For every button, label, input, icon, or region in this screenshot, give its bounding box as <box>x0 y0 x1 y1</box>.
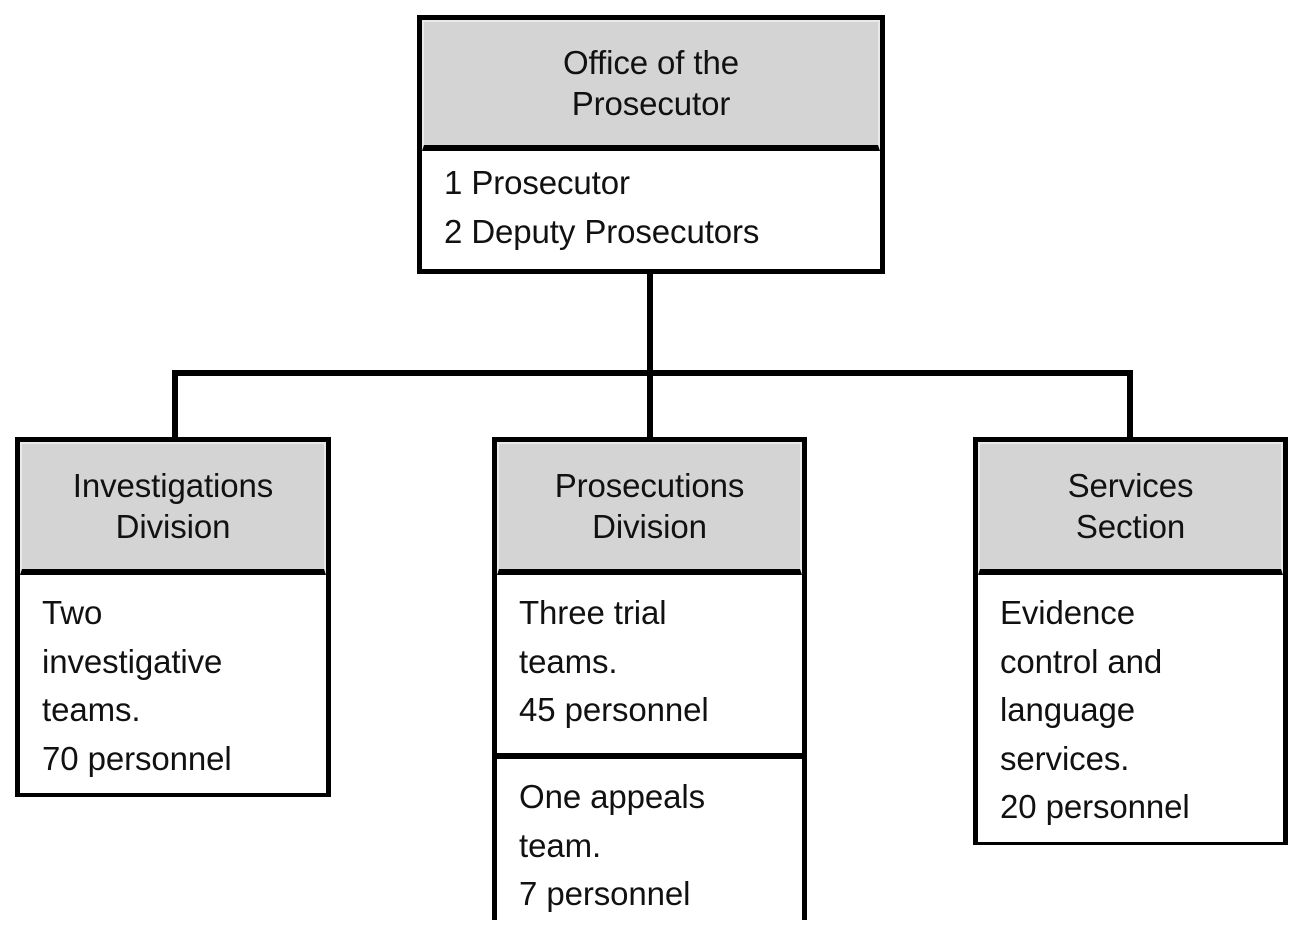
org-node-header-prosecutions-division: Prosecutions Division <box>497 442 802 575</box>
org-node-body-prosecutions-trial-teams: Three trial teams. 45 personnel <box>497 575 802 753</box>
org-node-header-label: Services Section <box>1067 467 1194 545</box>
org-node-header-label: Office of the Prosecutor <box>562 43 740 122</box>
org-node-prosecutions-division: Prosecutions Division Three trial teams.… <box>492 437 807 929</box>
org-node-body-investigations-division: Two investigative teams. 70 personnel <box>20 575 326 793</box>
connector-root-stem <box>647 272 653 376</box>
org-node-header-investigations-division: Investigations Division <box>20 442 326 575</box>
org-node-body-label: Evidence control and language services. … <box>1000 594 1190 825</box>
org-node-body-services-section: Evidence control and language services. … <box>978 575 1283 842</box>
connector-drop-to-services-section <box>1127 370 1133 439</box>
org-node-body-label: 1 Prosecutor 2 Deputy Prosecutors <box>444 164 760 250</box>
org-node-body-label: Two investigative teams. 70 personnel <box>42 594 232 777</box>
org-node-investigations-division: Investigations Division Two investigativ… <box>15 437 331 797</box>
org-node-body-office-of-the-prosecutor: 1 Prosecutor 2 Deputy Prosecutors <box>422 151 880 269</box>
org-node-header-label: Investigations Division <box>72 467 274 545</box>
org-node-office-of-the-prosecutor: Office of the Prosecutor 1 Prosecutor 2 … <box>417 15 885 274</box>
org-node-services-section: Services Section Evidence control and la… <box>973 437 1288 845</box>
org-node-header-office-of-the-prosecutor: Office of the Prosecutor <box>422 20 880 151</box>
org-node-body-prosecutions-appeals-team: One appeals team. 7 personnel <box>497 753 802 929</box>
connector-drop-to-investigations-division <box>172 370 178 439</box>
org-node-header-label: Prosecutions Division <box>554 467 745 545</box>
connector-drop-to-prosecutions-division <box>647 370 653 439</box>
org-node-body-label: One appeals team. 7 personnel <box>519 778 706 912</box>
org-node-header-services-section: Services Section <box>978 442 1283 575</box>
org-node-body-label: Three trial teams. 45 personnel <box>519 594 709 728</box>
